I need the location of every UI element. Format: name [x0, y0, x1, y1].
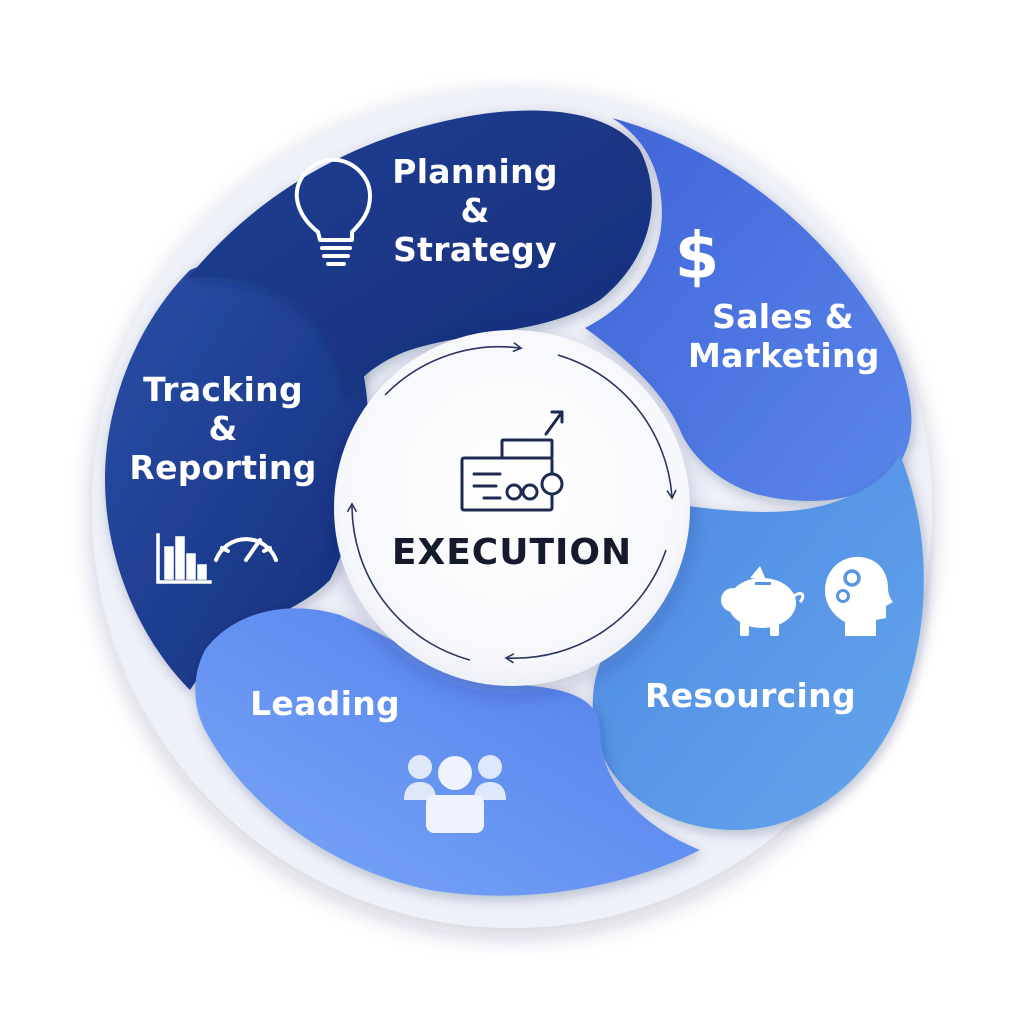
- segment-sales-marketing: [585, 118, 912, 501]
- team-icon: [404, 755, 506, 833]
- head-gears-icon: [824, 556, 893, 636]
- segment-leading: [195, 608, 700, 896]
- label-planning-strategy: Planning & Strategy: [392, 152, 558, 269]
- execution-growth-icon: [460, 410, 564, 512]
- label-resourcing: Resourcing: [645, 676, 856, 715]
- execution-hub: [334, 330, 690, 686]
- execution-label: EXECUTION: [391, 532, 633, 573]
- label-sales-marketing: Sales & Marketing: [688, 297, 880, 375]
- label-tracking-reporting: Tracking & Reporting: [129, 370, 317, 487]
- dollar-icon: $: [675, 220, 720, 294]
- label-leading: Leading: [250, 684, 400, 723]
- bar-chart-icon: [156, 533, 212, 584]
- lightbulb-icon: [294, 157, 372, 266]
- piggy-bank-icon: [721, 566, 805, 636]
- segment-planning-strategy: [188, 110, 652, 400]
- gauge-icon: [214, 537, 278, 562]
- cycle-arrows: [346, 342, 677, 664]
